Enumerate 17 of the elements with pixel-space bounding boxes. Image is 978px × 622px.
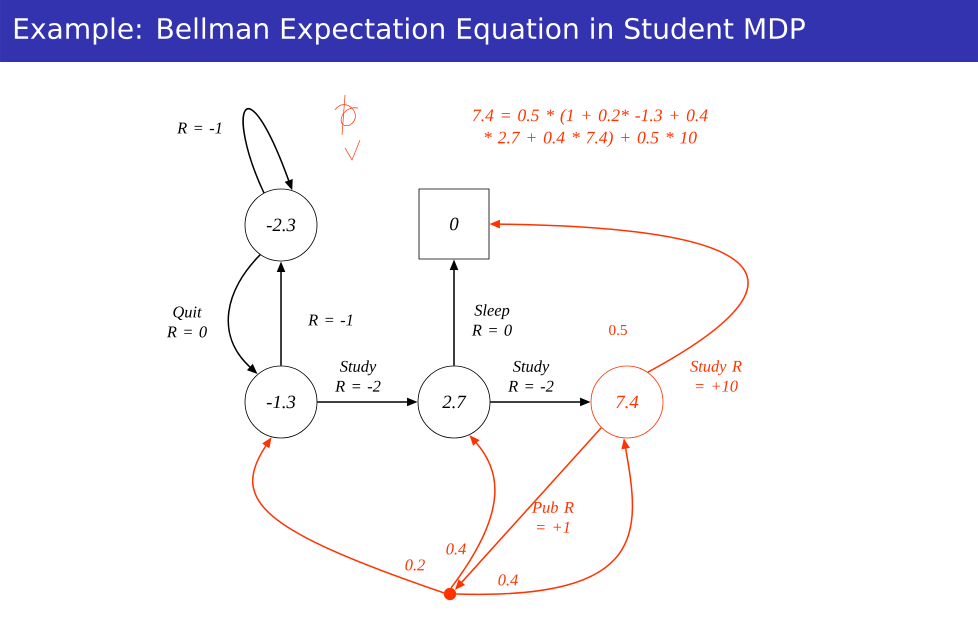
handwritten-note: 0.5 <box>609 324 627 336</box>
edge-label: 0.4 <box>446 543 466 555</box>
edge-label: 0.4 <box>498 574 518 586</box>
edge-label: 0.2 <box>405 559 425 571</box>
title-bar: Example: Bellman Expectation Equation in Student MDP <box>0 0 978 62</box>
edge-label: Sleep R = 0 <box>472 304 512 336</box>
edge-label: Pub R = +1 <box>532 501 574 533</box>
handwritten-equation: 7.4 = 0.5 * (1 + 0.2* -1.3 + 0.4 * 2.7 + 0.4 * 7.4) + 0.5 * 10 <box>472 108 708 148</box>
terminal-state-box: 0 <box>418 188 490 260</box>
arrow <box>242 108 293 194</box>
edge-label: Study R = -2 <box>335 360 380 392</box>
edge-label: R = -1 <box>308 314 352 326</box>
chance-dot <box>444 588 456 600</box>
edge-label: Study R = +10 <box>690 360 742 392</box>
edge-label: Study R = -2 <box>508 360 554 392</box>
edge-label: R = -1 <box>177 122 222 134</box>
edge-label: Quit R = 0 <box>166 306 207 338</box>
